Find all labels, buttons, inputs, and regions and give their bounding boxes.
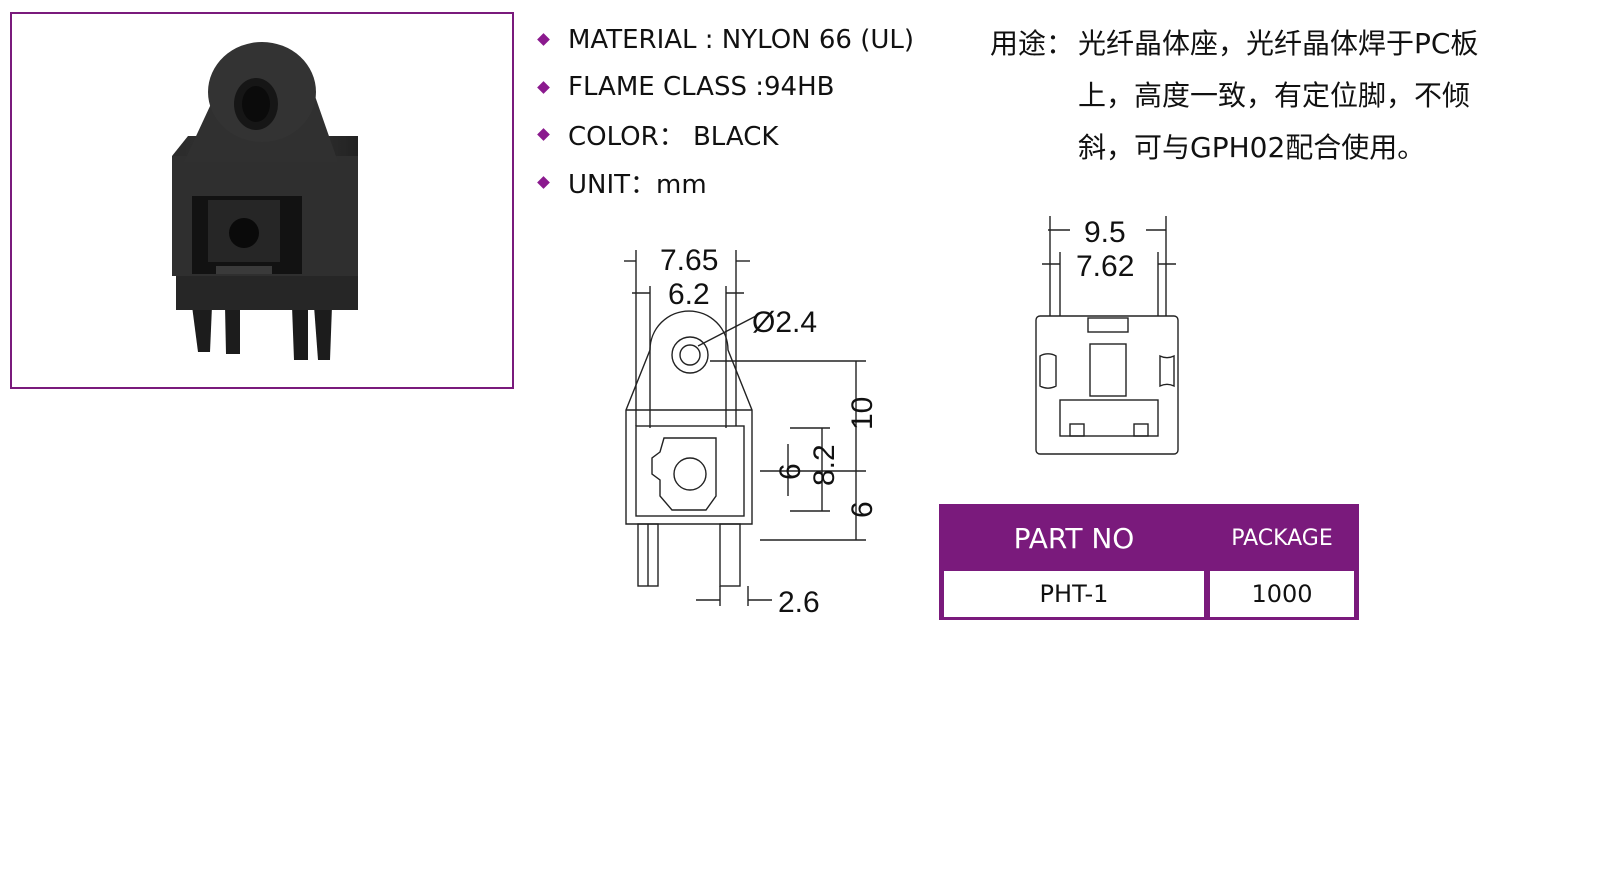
- dim-back-width-outer: 9.5: [1084, 216, 1126, 249]
- spec-list: MATERIAL : NYLON 66 (UL) FLAME CLASS :94…: [535, 16, 914, 206]
- front-dimension-drawing: 7.65 6.2 Ø2.4 2.6 10 8.2 6 6: [610, 228, 890, 632]
- spec-item-color: COLOR： BLACK: [535, 111, 914, 159]
- usage-line-2: 上，高度一致，有定位脚，不倾: [1078, 79, 1471, 112]
- header-package: PACKAGE: [1231, 525, 1333, 551]
- spec-text: COLOR： BLACK: [568, 122, 779, 153]
- back-dimension-drawing: 9.5 7.62: [1020, 206, 1200, 470]
- usage-label: 用途：: [990, 27, 1075, 60]
- spec-item-material: MATERIAL : NYLON 66 (UL): [535, 16, 914, 64]
- part-number-table: PART NO PACKAGE PHT-1 1000: [939, 504, 1359, 620]
- dim-pin-pitch: 2.6: [778, 586, 820, 619]
- dim-hole-diameter: Ø2.4: [752, 306, 817, 339]
- dim-height-inner: 6: [774, 463, 807, 480]
- dim-back-width-inner: 7.62: [1076, 250, 1134, 283]
- dim-height-top: 10: [846, 397, 879, 430]
- usage-line-1: 光纤晶体座，光纤晶体焊于PC板: [1078, 27, 1479, 60]
- spec-item-unit: UNIT：mm: [535, 159, 914, 207]
- spec-item-flame-class: FLAME CLASS :94HB: [535, 64, 914, 112]
- dim-height-window: 8.2: [808, 444, 841, 486]
- spec-text: MATERIAL : NYLON 66 (UL): [568, 24, 915, 55]
- dim-width-outer: 7.65: [660, 244, 718, 277]
- product-photo-frame: [10, 12, 514, 389]
- diamond-bullet-icon: [537, 80, 550, 94]
- diamond-bullet-icon: [537, 128, 550, 142]
- diamond-bullet-icon: [537, 33, 550, 47]
- spec-text: UNIT：mm: [568, 169, 707, 200]
- product-photo: [172, 42, 358, 360]
- cell-part-no: PHT-1: [944, 571, 1204, 617]
- dim-height-bottom: 6: [846, 501, 879, 518]
- diamond-bullet-icon: [537, 175, 550, 189]
- usage-description: 用途： 光纤晶体座，光纤晶体焊于PC板 上，高度一致，有定位脚，不倾 斜，可与G…: [990, 18, 1518, 174]
- dim-width-inner: 6.2: [668, 278, 710, 311]
- header-part-no: PART NO: [1013, 521, 1135, 555]
- usage-line-3: 斜，可与GPH02配合使用。: [1078, 131, 1426, 164]
- spec-text: FLAME CLASS :94HB: [568, 72, 835, 103]
- cell-package: 1000: [1210, 571, 1354, 617]
